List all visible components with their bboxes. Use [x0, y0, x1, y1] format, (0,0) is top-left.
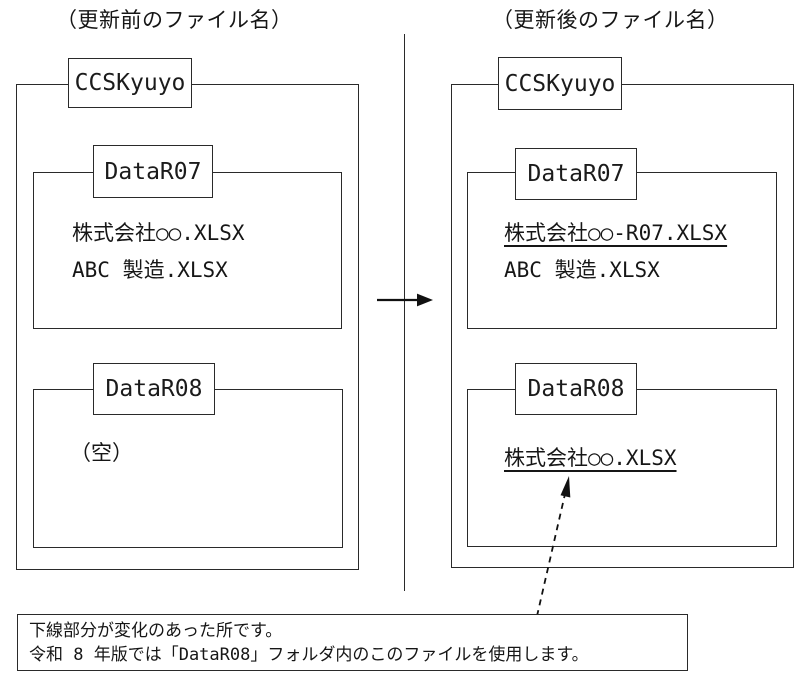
- folder-label-datar07-after: DataR07: [515, 148, 637, 200]
- folder-label-datar08-after: DataR08: [515, 363, 637, 415]
- after-panel-outer-box: [451, 84, 794, 568]
- folder-name: CCSKyuyo: [504, 70, 616, 97]
- folder-name: DataR08: [105, 376, 203, 402]
- callout-arrow-icon: [536, 476, 571, 617]
- file-name: 株式会社○○.XLSX: [72, 221, 245, 245]
- transform-arrow-icon: [377, 293, 433, 307]
- note-line-2: 令和 8 年版では「DataR08」フォルダ内のこのファイルを使用します。: [29, 645, 589, 665]
- folder-name: DataR07: [104, 158, 202, 185]
- folder-name: DataR07: [527, 161, 625, 187]
- file-name: ABC 製造.XLSX: [504, 258, 660, 282]
- note-box: 下線部分が変化のあった所です。 令和 8 年版では「DataR08」フォルダ内の…: [17, 614, 688, 671]
- file-name-changed: 株式会社○○.XLSX: [504, 446, 677, 470]
- title-after-update: （更新後のファイル名）: [492, 8, 729, 32]
- file-name: ABC 製造.XLSX: [72, 258, 228, 282]
- folder-label-datar07-before: DataR07: [93, 145, 213, 198]
- folder-label-ccskyuyo-after: CCSKyuyo: [498, 57, 622, 110]
- divider-line: [404, 34, 405, 591]
- folder-label-datar08-before: DataR08: [93, 363, 215, 415]
- file-name-changed: 株式会社○○-R07.XLSX: [504, 221, 728, 245]
- title-before-update: （更新前のファイル名）: [56, 8, 293, 32]
- note-line-1: 下線部分が変化のあった所です。: [29, 621, 283, 641]
- empty-folder-note: （空）: [70, 441, 133, 465]
- folder-label-ccskyuyo-before: CCSKyuyo: [68, 58, 192, 108]
- folder-name: DataR08: [527, 376, 625, 402]
- folder-name: CCSKyuyo: [74, 70, 186, 96]
